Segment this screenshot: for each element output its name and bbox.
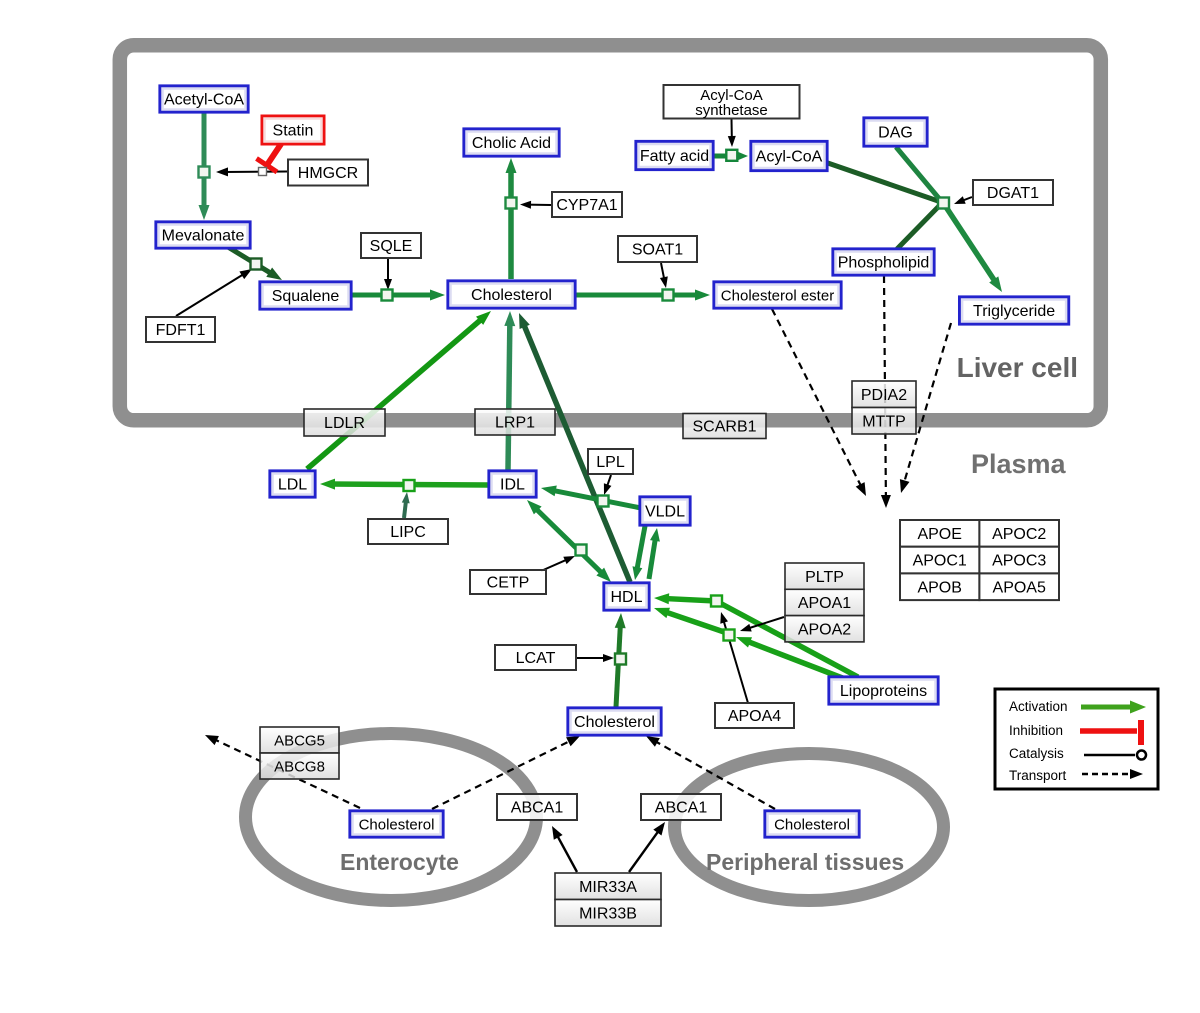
- svg-text:APOC1: APOC1: [913, 553, 967, 570]
- svg-text:Cholesterol: Cholesterol: [359, 816, 435, 833]
- svg-text:LDL: LDL: [278, 477, 307, 494]
- svg-text:LIPC: LIPC: [390, 524, 426, 541]
- svg-text:MIR33B: MIR33B: [579, 905, 637, 922]
- svg-text:Cholesterol: Cholesterol: [471, 287, 552, 304]
- svg-text:Phospholipid: Phospholipid: [838, 255, 930, 272]
- svg-text:CYP7A1: CYP7A1: [556, 197, 617, 214]
- svg-text:IDL: IDL: [500, 477, 525, 494]
- svg-text:MTTP: MTTP: [862, 413, 906, 430]
- svg-text:Cholic Acid: Cholic Acid: [472, 135, 551, 152]
- svg-text:ABCG8: ABCG8: [274, 758, 325, 775]
- svg-text:DGAT1: DGAT1: [987, 185, 1039, 202]
- svg-text:FDFT1: FDFT1: [156, 322, 206, 339]
- svg-text:Catalysis: Catalysis: [1009, 746, 1064, 761]
- svg-text:ABCG5: ABCG5: [274, 732, 325, 749]
- svg-text:Inhibition: Inhibition: [1009, 723, 1063, 738]
- svg-text:Enterocyte: Enterocyte: [340, 849, 459, 875]
- svg-text:Cholesterol ester: Cholesterol ester: [721, 287, 834, 304]
- svg-text:Cholesterol: Cholesterol: [574, 714, 655, 731]
- svg-text:SOAT1: SOAT1: [632, 242, 683, 259]
- svg-text:APOC3: APOC3: [992, 553, 1046, 570]
- svg-text:Fatty acid: Fatty acid: [640, 148, 709, 165]
- svg-text:DAG: DAG: [878, 125, 913, 142]
- svg-text:LRP1: LRP1: [495, 415, 535, 432]
- svg-text:HDL: HDL: [610, 589, 642, 606]
- svg-text:Statin: Statin: [273, 123, 314, 140]
- svg-text:Transport: Transport: [1009, 768, 1067, 783]
- svg-text:LDLR: LDLR: [324, 415, 365, 432]
- svg-text:HMGCR: HMGCR: [298, 165, 358, 182]
- svg-text:PDIA2: PDIA2: [861, 387, 907, 404]
- svg-text:APOA1: APOA1: [798, 595, 851, 612]
- svg-text:Acyl-CoA: Acyl-CoA: [756, 149, 823, 166]
- svg-text:VLDL: VLDL: [645, 504, 685, 521]
- svg-text:Cholesterol: Cholesterol: [774, 816, 850, 833]
- svg-text:MIR33A: MIR33A: [579, 879, 637, 896]
- svg-text:APOA5: APOA5: [993, 579, 1046, 596]
- svg-text:CETP: CETP: [487, 575, 530, 592]
- svg-text:Lipoproteins: Lipoproteins: [840, 683, 927, 700]
- svg-text:Triglyceride: Triglyceride: [973, 303, 1055, 320]
- svg-text:PLTP: PLTP: [805, 569, 844, 586]
- svg-text:Activation: Activation: [1009, 699, 1068, 714]
- svg-text:ABCA1: ABCA1: [655, 800, 708, 817]
- svg-text:Acetyl-CoA: Acetyl-CoA: [164, 92, 244, 109]
- svg-text:APOE: APOE: [917, 526, 961, 543]
- svg-text:SCARB1: SCARB1: [692, 419, 756, 436]
- svg-text:APOC2: APOC2: [992, 526, 1046, 543]
- svg-text:Acyl-CoA: Acyl-CoA: [700, 87, 763, 104]
- svg-text:ABCA1: ABCA1: [511, 800, 564, 817]
- svg-text:LCAT: LCAT: [516, 650, 556, 667]
- svg-text:APOB: APOB: [917, 579, 961, 596]
- svg-text:APOA2: APOA2: [798, 621, 851, 638]
- svg-text:APOA4: APOA4: [728, 708, 781, 725]
- svg-text:Liver cell: Liver cell: [957, 352, 1078, 383]
- svg-text:Peripheral tissues: Peripheral tissues: [706, 849, 904, 875]
- svg-text:synthetase: synthetase: [695, 102, 768, 119]
- svg-text:Squalene: Squalene: [272, 288, 340, 305]
- svg-text:SQLE: SQLE: [370, 238, 413, 255]
- svg-text:LPL: LPL: [596, 454, 625, 471]
- svg-text:Mevalonate: Mevalonate: [162, 228, 245, 245]
- svg-text:Plasma: Plasma: [971, 449, 1067, 479]
